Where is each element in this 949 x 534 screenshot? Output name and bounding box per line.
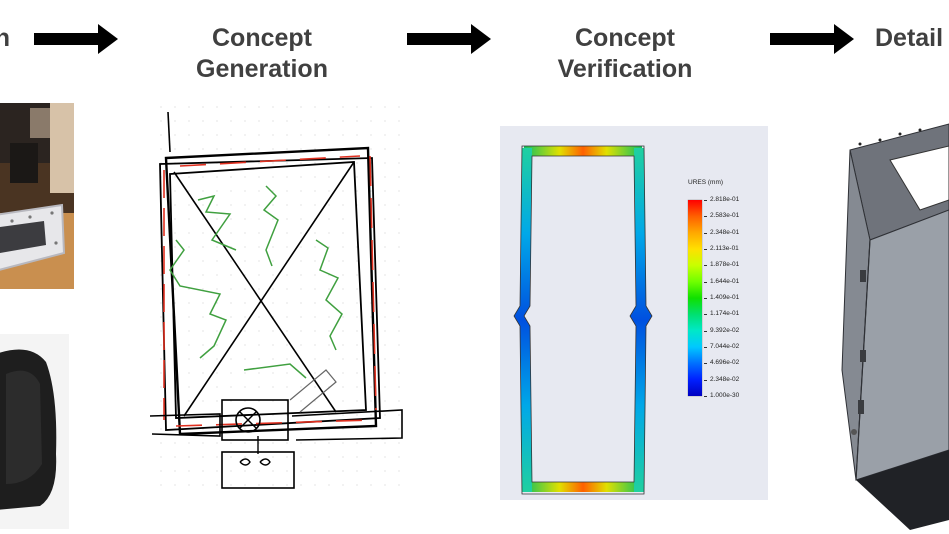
fea-legend-labels: 2.818e-01 2.583e-01 2.348e-01 2.113e-01 1.87… (704, 196, 768, 402)
right-arrow-icon (34, 24, 118, 54)
fea-legend-title: URES (mm) (688, 179, 724, 186)
fea-legend-value: 1.409e-01 (710, 294, 740, 301)
stage-title-line1: Concept (575, 24, 675, 52)
fea-legend-tick (704, 363, 707, 365)
fea-legend-value: 2.113e-01 (710, 245, 739, 252)
stage-title-concept-verification: Concept Verification (525, 23, 725, 85)
fea-legend-tick (704, 347, 707, 348)
stage-title-concept-generation: Concept Generation (162, 23, 362, 85)
fea-legend-value: 4.696e-02 (710, 359, 740, 367)
fea-legend-tick (704, 281, 707, 283)
ideation-photo-part (0, 334, 69, 529)
fea-legend-tick (704, 314, 707, 316)
fea-legend-tick (704, 200, 707, 201)
fea-legend-tick (704, 396, 707, 397)
fea-legend-tick (704, 216, 707, 218)
stage-title-line1: Concept (212, 24, 312, 52)
fea-legend-tick (704, 232, 707, 234)
stage-title-ideation-line1: n (0, 24, 10, 52)
fea-legend-value: 2.348e-02 (710, 375, 740, 383)
fea-legend-value: 1.000e-30 (710, 392, 740, 399)
right-arrow-icon (770, 24, 854, 54)
fea-legend-value: 7.044e-02 (710, 343, 740, 350)
stage-title-ideation: n (0, 23, 10, 54)
detail-cad-render (830, 120, 949, 530)
fea-legend-tick (704, 298, 707, 299)
fea-legend-value: 1.878e-01 (710, 261, 740, 269)
stage-title-detail: Detail (875, 23, 949, 54)
stage-title-line2: Verification (557, 55, 693, 83)
fea-legend-tick (704, 265, 707, 267)
fea-legend-value: 2.348e-01 (710, 228, 740, 236)
ideation-photo-prototype (0, 103, 74, 289)
fea-legend-value: 1.174e-01 (710, 310, 740, 318)
fea-legend-value: 9.392e-02 (710, 326, 740, 334)
stage-title-line2: Generation (196, 55, 328, 83)
fea-legend-value: 2.818e-01 (710, 196, 740, 203)
fea-result-panel (500, 126, 768, 500)
right-arrow-icon (407, 24, 491, 54)
fea-legend-value: 2.583e-01 (710, 212, 740, 220)
stage-title-line1: Detail (875, 24, 944, 52)
concept-sketch (149, 105, 405, 495)
fea-legend-tick (704, 379, 707, 381)
fea-legend-value: 1.644e-01 (710, 277, 740, 285)
fea-legend-tick (704, 249, 707, 250)
fea-legend-tick (704, 330, 707, 332)
fea-legend-colorbar (688, 200, 702, 396)
